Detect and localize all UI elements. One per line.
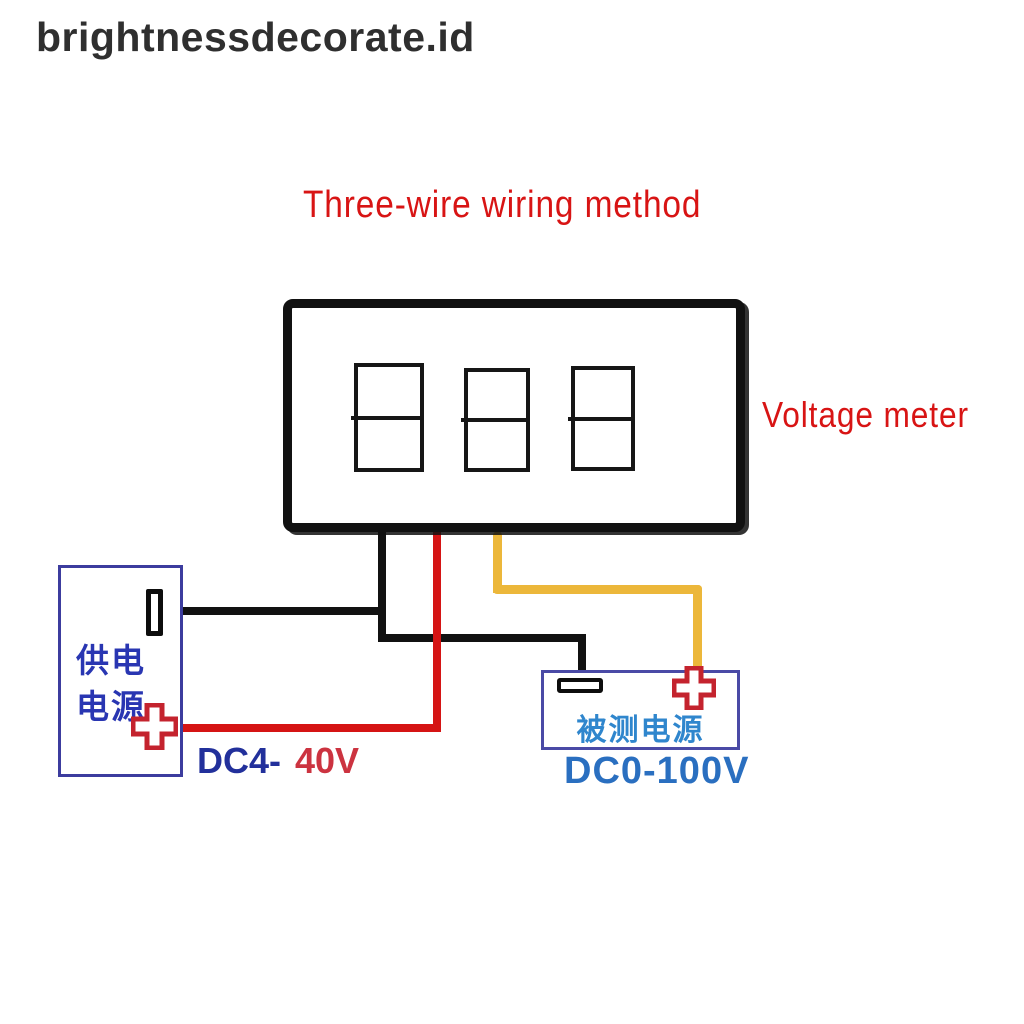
black-wire-horizontal	[378, 634, 586, 642]
yellow-wire-horizontal	[493, 585, 702, 594]
red-wire-meter-drop	[433, 531, 441, 732]
seven-segment-digit	[351, 363, 424, 472]
seven-segment-digit	[568, 366, 635, 471]
yellow-wire-meter-drop	[493, 531, 502, 593]
power-supply-rating-value: 40V	[295, 740, 360, 781]
red-wire-to-supply-plus	[176, 724, 439, 732]
voltage-meter-label: Voltage meter	[762, 394, 969, 435]
black-wire-to-measured-minus	[578, 634, 586, 682]
seven-segment-digit	[461, 368, 530, 472]
yellow-wire-to-measured-plus	[693, 585, 702, 670]
watermark: brightnessdecorate.id	[36, 14, 475, 60]
minus-terminal-icon	[557, 678, 603, 693]
minus-terminal-icon	[146, 589, 163, 636]
digit-middle-bar	[461, 418, 529, 422]
black-wire-meter-drop	[378, 528, 386, 642]
measured-source-label: 被测电源	[576, 714, 705, 747]
voltage-meter-box	[283, 299, 745, 532]
power-supply-rating-prefix: DC4-	[197, 740, 282, 781]
power-supply-rating: DC4- 40V	[197, 740, 359, 782]
diagram-title: Three-wire wiring method	[303, 184, 702, 226]
power-supply-label-line1: 供电	[76, 642, 146, 679]
plus-terminal-icon	[672, 666, 716, 710]
measured-source-rating: DC0-100V	[564, 750, 750, 792]
digit-middle-bar	[351, 415, 423, 420]
digit-middle-bar	[568, 416, 634, 421]
black-wire-to-supply-minus	[164, 607, 382, 615]
plus-terminal-icon	[131, 703, 178, 750]
